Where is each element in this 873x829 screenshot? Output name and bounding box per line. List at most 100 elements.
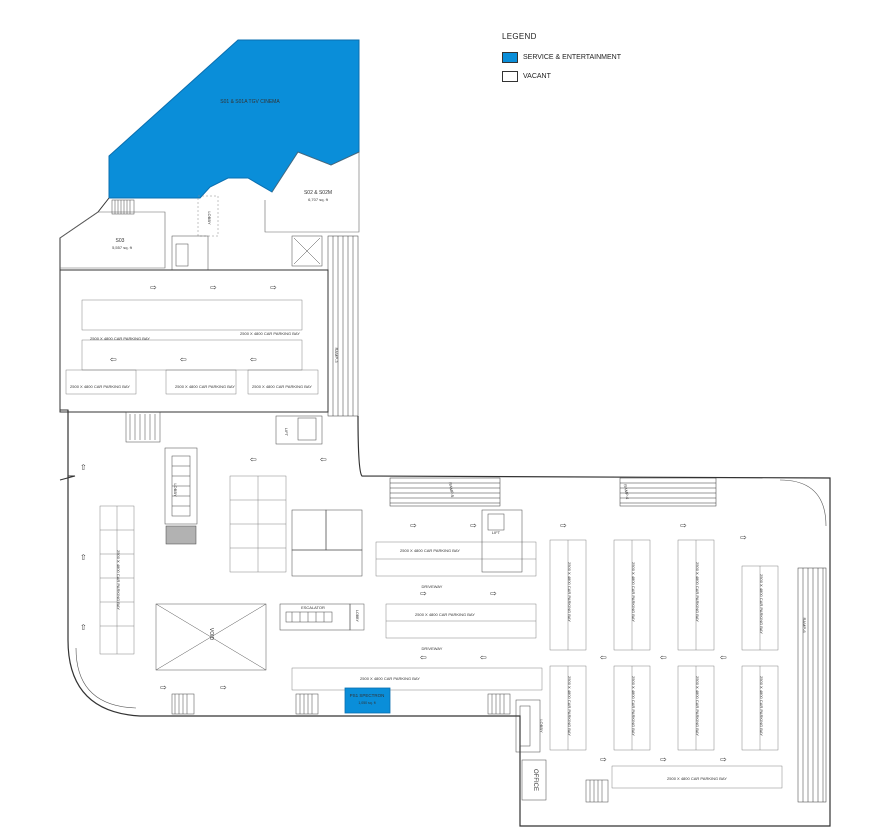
stair-s03	[111, 199, 135, 215]
legend-item-vacant: VACANT	[502, 68, 621, 84]
escalator-label: ESCALATOR	[301, 605, 325, 610]
unit-s02-label: S02 & S02M	[304, 190, 332, 196]
legend-title: LEGEND	[502, 32, 537, 41]
svg-text:⇧: ⇧	[80, 623, 87, 632]
legend-swatch-service	[502, 51, 518, 63]
legend-label-service: SERVICE & ENTERTAINMENT	[523, 53, 622, 61]
unit-s03-label: S03	[116, 238, 125, 244]
office-room	[521, 759, 547, 801]
parking-row-label-2: 2500 X 4800 CAR PARKING BAY	[415, 612, 475, 617]
left-parking-column	[99, 505, 135, 655]
lift-upper	[171, 235, 323, 271]
lobby-center-label: LOBBY	[355, 610, 359, 622]
ramp-5	[389, 477, 501, 507]
driveway-label-2: DRIVEWAY	[422, 646, 443, 651]
bottom-stairs	[171, 693, 609, 803]
small-rooms	[291, 509, 523, 577]
svg-text:⇨: ⇨	[680, 521, 687, 530]
void-label: VOID	[208, 628, 214, 641]
unit-s03-area: 5,557 sq. ft	[112, 245, 133, 250]
right-parking-label-4: 2500 X 4800 CAR PARKING BAY	[759, 574, 764, 634]
svg-text:⇦: ⇦	[320, 455, 327, 464]
svg-text:⇨: ⇨	[150, 283, 157, 292]
svg-text:⇨: ⇨	[420, 589, 427, 598]
escalator-center	[279, 603, 351, 631]
mid-parking-rows	[229, 475, 543, 691]
unit-s01-cinema[interactable]	[108, 39, 360, 199]
right-parking-label-5: 2500 X 4800 CAR PARKING BAY	[567, 676, 572, 736]
svg-text:⇨: ⇨	[600, 755, 607, 764]
lobby-center	[349, 603, 365, 631]
ramp-6-label: RAMP-6	[802, 617, 807, 633]
svg-text:⇦: ⇦	[250, 355, 257, 364]
lobby-upper-label: LOBBY	[207, 211, 212, 225]
right-parking-label-7: 2500 X 4800 CAR PARKING BAY	[695, 676, 700, 736]
main-floor-outline	[67, 410, 831, 827]
svg-text:⇨: ⇨	[160, 683, 167, 692]
void-area	[155, 603, 267, 671]
lift-lobby-bottom	[515, 699, 541, 753]
svg-text:⇨: ⇨	[560, 521, 567, 530]
parking-row-label-1: 2500 X 4800 CAR PARKING BAY	[400, 548, 460, 553]
unit-ps1-spectron[interactable]	[344, 687, 391, 714]
corner-curve-bottom-left	[75, 647, 137, 709]
right-parking-columns	[549, 539, 783, 789]
office-label: OFFICE	[532, 769, 538, 791]
ramp-6	[797, 567, 827, 803]
lobby-center-left-label: LOBBY	[173, 483, 178, 497]
svg-text:⇧: ⇧	[80, 553, 87, 562]
upper-parking-label-5: 2500 X 4800 CAR PARKING BAY	[252, 384, 312, 389]
svg-text:⇨: ⇨	[220, 683, 227, 692]
unit-ps1-area: 1,050 sq. ft	[358, 701, 375, 705]
upper-parking-label-2: 2500 X 4800 CAR PARKING BAY	[90, 336, 150, 341]
parking-row-label-3: 2500 X 4800 CAR PARKING BAY	[360, 676, 420, 681]
svg-text:⇦: ⇦	[480, 653, 487, 662]
svg-text:⇨: ⇨	[740, 533, 747, 542]
svg-text:⇨: ⇨	[410, 521, 417, 530]
ramp-5-label: RAMP-5	[448, 482, 456, 499]
legend: LEGEND SERVICE & ENTERTAINMENT VACANT	[502, 32, 621, 87]
lift-mid	[125, 411, 323, 445]
escalator-center-left	[164, 447, 198, 545]
svg-text:⇦: ⇦	[420, 653, 427, 662]
left-column-label: 2500 X 4800 CAR PARKING BAY	[116, 550, 121, 610]
legend-label-vacant: VACANT	[523, 72, 551, 80]
svg-text:⇨: ⇨	[490, 589, 497, 598]
svg-text:⇦: ⇦	[660, 653, 667, 662]
lobby-bottom-label: LOBBY	[539, 719, 544, 733]
upper-parking-block	[59, 269, 329, 413]
svg-text:⇦: ⇦	[720, 653, 727, 662]
ramp-3	[327, 235, 359, 417]
svg-text:⇦: ⇦	[110, 355, 117, 364]
legend-item-service: SERVICE & ENTERTAINMENT	[502, 49, 621, 65]
ramp-3-label: RAMP-3	[334, 347, 339, 363]
corner-curve-right	[779, 479, 827, 527]
unit-ps1-label: PS1 SPECTRON	[350, 693, 385, 698]
ramp-4	[619, 477, 717, 507]
svg-text:⇦: ⇦	[250, 455, 257, 464]
svg-text:⇨: ⇨	[720, 755, 727, 764]
bottom-parking-label: 2500 X 4800 CAR PARKING BAY	[667, 776, 727, 781]
svg-text:⇧: ⇧	[80, 463, 87, 472]
right-parking-label-1: 2500 X 4800 CAR PARKING BAY	[567, 562, 572, 622]
upper-parking-bays	[65, 299, 319, 395]
svg-text:⇦: ⇦	[180, 355, 187, 364]
svg-text:⇨: ⇨	[210, 283, 217, 292]
svg-text:⇦: ⇦	[600, 653, 607, 662]
upper-parking-label-3: 2500 X 4800 CAR PARKING BAY	[70, 384, 130, 389]
upper-parking-label-4: 2500 X 4800 CAR PARKING BAY	[175, 384, 235, 389]
legend-swatch-vacant	[502, 70, 518, 82]
right-parking-label-8: 2500 X 4800 CAR PARKING BAY	[759, 676, 764, 736]
unit-s01-label: S01 & S01A TGV CINEMA	[220, 99, 280, 105]
s03-outline	[59, 211, 166, 269]
svg-text:⇨: ⇨	[470, 521, 477, 530]
driveway-label-1: DRIVEWAY	[422, 584, 443, 589]
s02-outline	[264, 151, 360, 233]
lift-right-label: LIFT	[492, 530, 501, 535]
right-parking-label-2: 2500 X 4800 CAR PARKING BAY	[631, 562, 636, 622]
right-parking-label-6: 2500 X 4800 CAR PARKING BAY	[631, 676, 636, 736]
right-parking-label-3: 2500 X 4800 CAR PARKING BAY	[695, 562, 700, 622]
traffic-arrows: ⇨⇨⇨ ⇦⇦⇦ ⇧⇧⇧ ⇦⇦ ⇨⇨⇨ ⇨⇨ ⇨⇨ ⇦⇦⇦ ⇨⇨⇨ ⇦⇦ ⇨⇨	[80, 283, 747, 764]
upper-parking-label-1: 2500 X 4800 CAR PARKING BAY	[240, 331, 300, 336]
